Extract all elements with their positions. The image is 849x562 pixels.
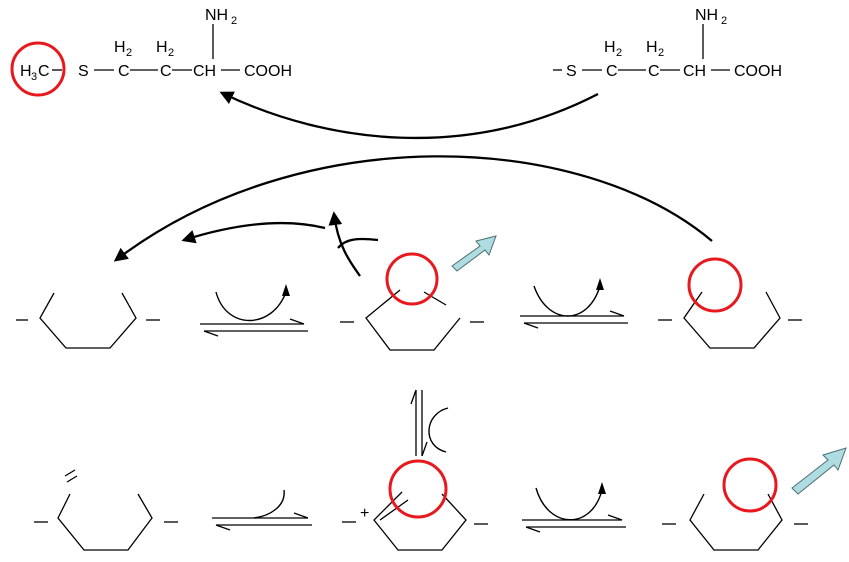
ring-5-highlight-circle bbox=[388, 459, 448, 519]
amine-group-right: NH bbox=[695, 7, 718, 24]
ring-1-outline bbox=[39, 292, 137, 349]
eq-4-cofactor-hook bbox=[535, 487, 603, 521]
crossing-curve-up-arrow bbox=[328, 211, 361, 277]
eq-3-cofactor-hook bbox=[253, 489, 285, 519]
equilibrium-2 bbox=[520, 278, 628, 329]
eq-4-hook-arrowhead bbox=[598, 482, 606, 494]
eq-3-forward-barb bbox=[293, 512, 309, 519]
sulfur-atom-right: S bbox=[566, 63, 577, 80]
ring-5: + bbox=[342, 459, 488, 551]
ch2-b-h-right: H bbox=[646, 39, 658, 56]
ring-4-outline bbox=[57, 493, 153, 551]
ring-2-outline bbox=[365, 289, 461, 351]
eq-2-forward-barb bbox=[609, 310, 625, 317]
carboxyl-group-right: COOH bbox=[734, 63, 782, 80]
eq-1-cofactor-hook bbox=[215, 291, 287, 322]
ring-2-highlight-circle bbox=[385, 252, 439, 306]
equilibrium-1 bbox=[200, 284, 308, 337]
ring-6 bbox=[662, 457, 808, 551]
ring-6-highlight-circle bbox=[722, 457, 778, 513]
vertical-equilibrium bbox=[410, 389, 449, 457]
homocysteine-molecule: S H 2 C H 2 C CH NH 2 COOH bbox=[553, 7, 782, 80]
sulfur-atom: S bbox=[78, 63, 89, 80]
ring-4-double-bond-b bbox=[66, 475, 78, 483]
callout-arrow-1 bbox=[451, 235, 497, 272]
ring-2-inner-bond bbox=[423, 291, 447, 306]
eq-4-reverse-barb bbox=[525, 526, 541, 533]
ring-3-highlight-circle bbox=[687, 257, 743, 313]
eq-1-reverse-barb bbox=[203, 330, 219, 337]
crossing-curve-right bbox=[337, 237, 379, 249]
ring-5-outline bbox=[373, 491, 467, 551]
vert-eq-cofactor-hook bbox=[428, 407, 449, 453]
vert-eq-barb-1 bbox=[410, 389, 417, 405]
carboxyl-group: COOH bbox=[244, 63, 292, 80]
ring-4-double-bond-a bbox=[64, 469, 76, 477]
ring-3-outline bbox=[683, 291, 781, 349]
ch2-b-c: C bbox=[160, 63, 172, 80]
alpha-carbon-right: CH bbox=[683, 63, 706, 80]
ring-5-double-bond bbox=[379, 499, 409, 521]
amine-subscript-right: 2 bbox=[721, 15, 727, 27]
ch2-a-h-right: H bbox=[604, 39, 616, 56]
amine-subscript: 2 bbox=[231, 15, 237, 27]
methyl-highlight-circle bbox=[10, 41, 66, 97]
ring-1 bbox=[16, 292, 160, 349]
eq-4-forward-barb bbox=[607, 514, 623, 521]
ch2-a-subscript-right: 2 bbox=[616, 47, 622, 59]
ch2-a-subscript: 2 bbox=[126, 47, 132, 59]
eq-2-reverse-barb bbox=[523, 322, 539, 329]
eq-1-forward-barb bbox=[289, 318, 305, 325]
methyl-c: C bbox=[38, 63, 50, 80]
vert-eq-barb-2 bbox=[421, 441, 428, 457]
ch2-a-h: H bbox=[114, 39, 126, 56]
ch2-a-c-right: C bbox=[606, 63, 618, 80]
ch2-b-subscript-right: 2 bbox=[658, 47, 664, 59]
transfer-to-ring-arrow bbox=[181, 221, 326, 244]
eq-1-hook-arrowhead bbox=[282, 284, 290, 296]
ring-3 bbox=[658, 257, 802, 349]
eq-2-cofactor-hook bbox=[533, 285, 601, 317]
ch2-a-c: C bbox=[118, 63, 130, 80]
equilibrium-3 bbox=[212, 489, 312, 531]
eq-2-hook-arrowhead bbox=[596, 278, 604, 290]
eq-3-reverse-barb bbox=[215, 524, 231, 531]
methyl-transfer-arrow bbox=[113, 155, 713, 262]
ch2-b-h: H bbox=[156, 39, 168, 56]
amine-group: NH bbox=[205, 7, 228, 24]
ring-5-positive-charge: + bbox=[360, 505, 369, 522]
callout-arrow-2 bbox=[791, 447, 847, 495]
methyl-return-arrow bbox=[219, 91, 599, 140]
ch2-b-c-right: C bbox=[648, 63, 660, 80]
ring-4 bbox=[34, 469, 178, 551]
ch2-b-subscript: 2 bbox=[168, 47, 174, 59]
alpha-carbon: CH bbox=[193, 63, 216, 80]
methyl-h: H bbox=[20, 63, 32, 80]
methyl-h-subscript: 3 bbox=[31, 71, 37, 83]
ring-2 bbox=[340, 252, 484, 351]
ring-6-outline bbox=[689, 493, 783, 551]
methionine-molecule: H 3 C S H 2 C H 2 C CH NH 2 COOH bbox=[10, 7, 292, 97]
equilibrium-4 bbox=[522, 482, 626, 533]
